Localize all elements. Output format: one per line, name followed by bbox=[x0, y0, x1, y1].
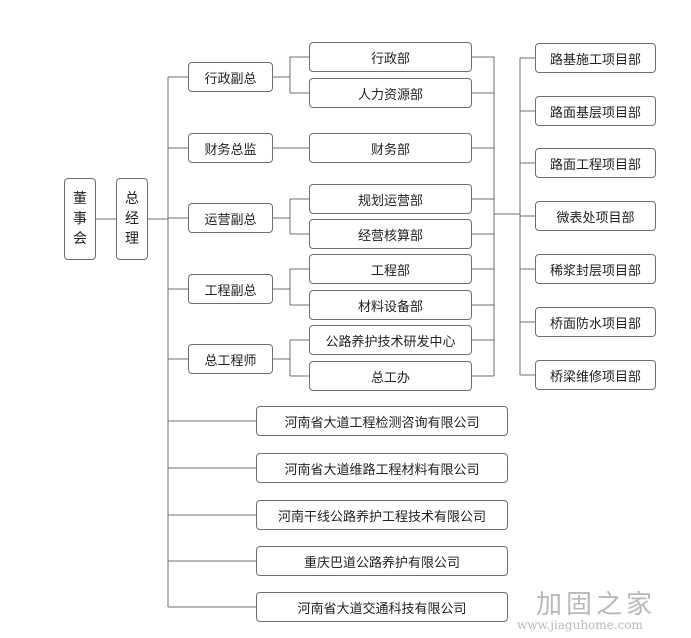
watermark-url: www.jiaguhome.com bbox=[517, 618, 643, 632]
executive-box: 工程副总 bbox=[188, 274, 273, 304]
project-box: 稀浆封层项目部 bbox=[535, 254, 656, 284]
company-box: 河南省大道维路工程材料有限公司 bbox=[256, 453, 508, 483]
department-box: 行政部 bbox=[309, 42, 472, 72]
board-char: 事 bbox=[73, 211, 87, 227]
executive-box: 运营副总 bbox=[188, 203, 273, 233]
department-label: 材料设备部 bbox=[357, 299, 423, 315]
department-label: 规划运营部 bbox=[357, 193, 423, 209]
project-label: 稀浆封层项目部 bbox=[549, 263, 641, 279]
executive-label: 行政副总 bbox=[204, 71, 257, 87]
project-box: 微表处项目部 bbox=[535, 201, 656, 231]
department-label: 总工办 bbox=[370, 370, 410, 386]
company-label: 重庆巴道公路养护有限公司 bbox=[303, 555, 460, 571]
project-label: 桥梁维修项目部 bbox=[549, 369, 641, 385]
gm-char: 总 bbox=[125, 191, 139, 207]
board-char: 董 bbox=[73, 191, 87, 207]
department-box: 经营核算部 bbox=[309, 219, 472, 249]
company-box: 河南干线公路养护工程技术有限公司 bbox=[256, 500, 508, 530]
project-label: 路面基层项目部 bbox=[549, 105, 641, 121]
department-box: 规划运营部 bbox=[309, 184, 472, 214]
board-box: 董 事 会 bbox=[64, 178, 96, 260]
company-label: 河南干线公路养护工程技术有限公司 bbox=[277, 509, 486, 525]
executive-label: 工程副总 bbox=[204, 283, 257, 299]
company-box: 重庆巴道公路养护有限公司 bbox=[256, 546, 508, 576]
gm-char: 经 bbox=[125, 211, 139, 227]
company-label: 河南省大道维路工程材料有限公司 bbox=[284, 462, 480, 478]
company-label: 河南省大道工程检测咨询有限公司 bbox=[284, 415, 480, 431]
executive-box: 总工程师 bbox=[188, 344, 273, 374]
department-label: 行政部 bbox=[370, 51, 410, 67]
department-box: 工程部 bbox=[309, 254, 472, 284]
company-label: 河南省大道交通科技有限公司 bbox=[297, 601, 467, 617]
board-char: 会 bbox=[73, 231, 87, 247]
project-label: 微表处项目部 bbox=[556, 210, 635, 226]
executive-label: 总工程师 bbox=[204, 353, 257, 369]
project-label: 路面工程项目部 bbox=[549, 157, 641, 173]
project-label: 路基施工项目部 bbox=[549, 52, 641, 68]
department-box: 财务部 bbox=[309, 133, 472, 163]
department-label: 经营核算部 bbox=[357, 228, 423, 244]
executive-label: 财务总监 bbox=[204, 142, 257, 158]
executive-label: 运营副总 bbox=[204, 212, 257, 228]
company-box: 河南省大道工程检测咨询有限公司 bbox=[256, 406, 508, 436]
department-box: 材料设备部 bbox=[309, 290, 472, 320]
project-box: 桥面防水项目部 bbox=[535, 307, 656, 337]
company-box: 河南省大道交通科技有限公司 bbox=[256, 592, 508, 622]
department-box: 公路养护技术研发中心 bbox=[309, 325, 472, 355]
department-box: 人力资源部 bbox=[309, 78, 472, 108]
department-box: 总工办 bbox=[309, 361, 472, 391]
department-label: 财务部 bbox=[370, 142, 410, 158]
project-label: 桥面防水项目部 bbox=[549, 316, 641, 332]
department-label: 公路养护技术研发中心 bbox=[325, 334, 456, 350]
executive-box: 财务总监 bbox=[188, 133, 273, 163]
project-box: 桥梁维修项目部 bbox=[535, 360, 656, 390]
project-box: 路基施工项目部 bbox=[535, 43, 656, 73]
project-box: 路面工程项目部 bbox=[535, 148, 656, 178]
department-label: 工程部 bbox=[370, 263, 410, 279]
watermark-title: 加固之家 bbox=[536, 590, 657, 620]
general-manager-box: 总 经 理 bbox=[116, 178, 148, 260]
gm-char: 理 bbox=[125, 231, 139, 247]
project-box: 路面基层项目部 bbox=[535, 96, 656, 126]
executive-box: 行政副总 bbox=[188, 62, 273, 92]
department-label: 人力资源部 bbox=[357, 87, 423, 103]
